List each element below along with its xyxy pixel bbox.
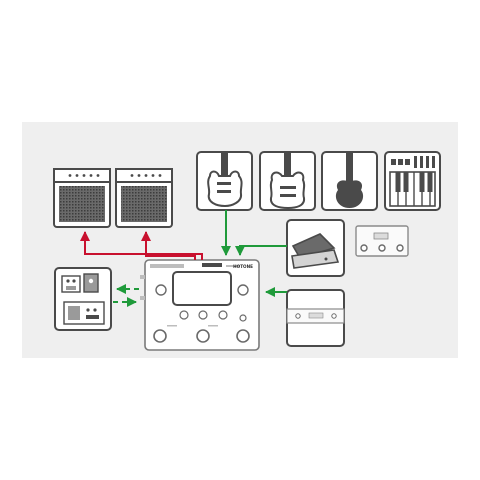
output-connections [80,231,203,260]
electric-guitar-tile [196,151,253,211]
knob-icon [155,284,167,296]
speaker-grille [59,186,105,222]
bass-guitar-icon [269,152,306,210]
pedalboard-tile [54,267,112,331]
knob-icon [179,310,189,320]
amp-right [115,168,173,228]
input-connections [221,210,287,297]
expression-pedal-tile [286,219,345,277]
knob-icon [218,310,228,320]
speaker-grille [121,186,167,222]
bass-guitar-tile [259,151,316,211]
amp-left [53,168,111,228]
output-arrow-right-amp [141,231,196,260]
screen-icon [172,271,232,306]
acoustic-guitar-tile [321,151,378,211]
footswitch-controller [355,225,409,257]
footswitch-controller-icon [355,225,409,257]
expression-pedal-icon [291,233,340,269]
knob-icon [239,314,247,322]
footswitch-icon [153,329,167,343]
keyboard-tile [384,151,441,211]
audio-interface-icon [286,308,345,324]
knob-icon [198,310,208,320]
footswitch-icon [196,329,210,343]
brand-mark: HOTONE [233,264,253,269]
acoustic-guitar-icon [335,152,364,208]
input-arrow-expression-pedal [235,245,287,256]
knob-icon [237,284,249,296]
output-arrow-left-amp [80,231,203,260]
electric-guitar-icon [207,152,243,208]
fx-loop-connections [113,284,139,307]
pedalboard-icon [61,273,105,325]
multi-effects-processor: HOTONE [140,259,260,351]
footswitch-icon [236,329,250,343]
keyboard-icon [389,156,436,207]
audio-interface-tile [286,289,345,347]
